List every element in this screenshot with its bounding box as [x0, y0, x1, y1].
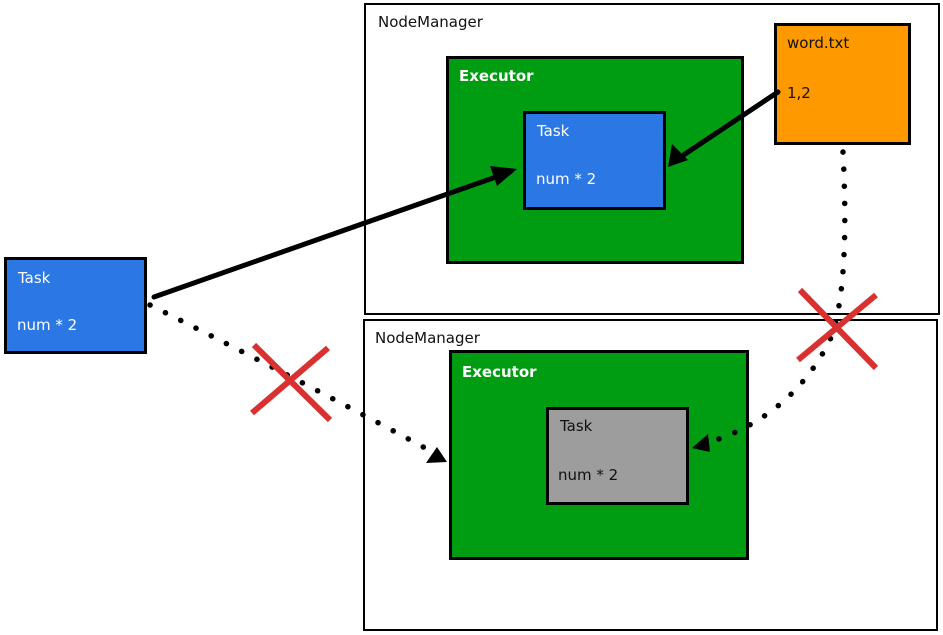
- executor-top: Executor: [446, 56, 744, 264]
- node-manager-bottom-label: NodeManager: [375, 329, 480, 347]
- task-top-title: Task: [537, 122, 570, 140]
- task-bottom-body: num * 2: [558, 466, 619, 484]
- task-bottom: Task num * 2: [546, 407, 689, 505]
- executor-bottom-label: Executor: [462, 363, 537, 381]
- word-file-content: 1,2: [787, 84, 811, 102]
- blocked-cross-icon-right: [796, 287, 879, 371]
- arrowhead-icon: [668, 144, 688, 167]
- task-left-title: Task: [18, 269, 51, 287]
- task-left-body: num * 2: [17, 316, 78, 334]
- node-manager-top-label: NodeManager: [378, 13, 483, 31]
- arrowhead-icon: [692, 434, 710, 452]
- blocked-cross-icon-left: [250, 342, 333, 423]
- dotted-arrow-word-file-to-bottom-task: [692, 149, 848, 452]
- dotted-arrow-left-task-to-bottom-executor: [147, 302, 447, 463]
- arrowhead-icon: [426, 447, 447, 463]
- task-top-body: num * 2: [536, 170, 597, 188]
- task-left: Task num * 2: [4, 257, 147, 354]
- task-bottom-title: Task: [560, 417, 593, 435]
- executor-top-label: Executor: [459, 67, 534, 85]
- word-file: word.txt 1,2: [774, 23, 911, 145]
- arrow-left-task-to-top-task: [151, 166, 517, 300]
- task-top: Task num * 2: [523, 111, 666, 210]
- arrow-word-file-to-top-task: [668, 89, 781, 167]
- arrowhead-icon: [490, 166, 517, 186]
- word-file-name: word.txt: [787, 34, 850, 52]
